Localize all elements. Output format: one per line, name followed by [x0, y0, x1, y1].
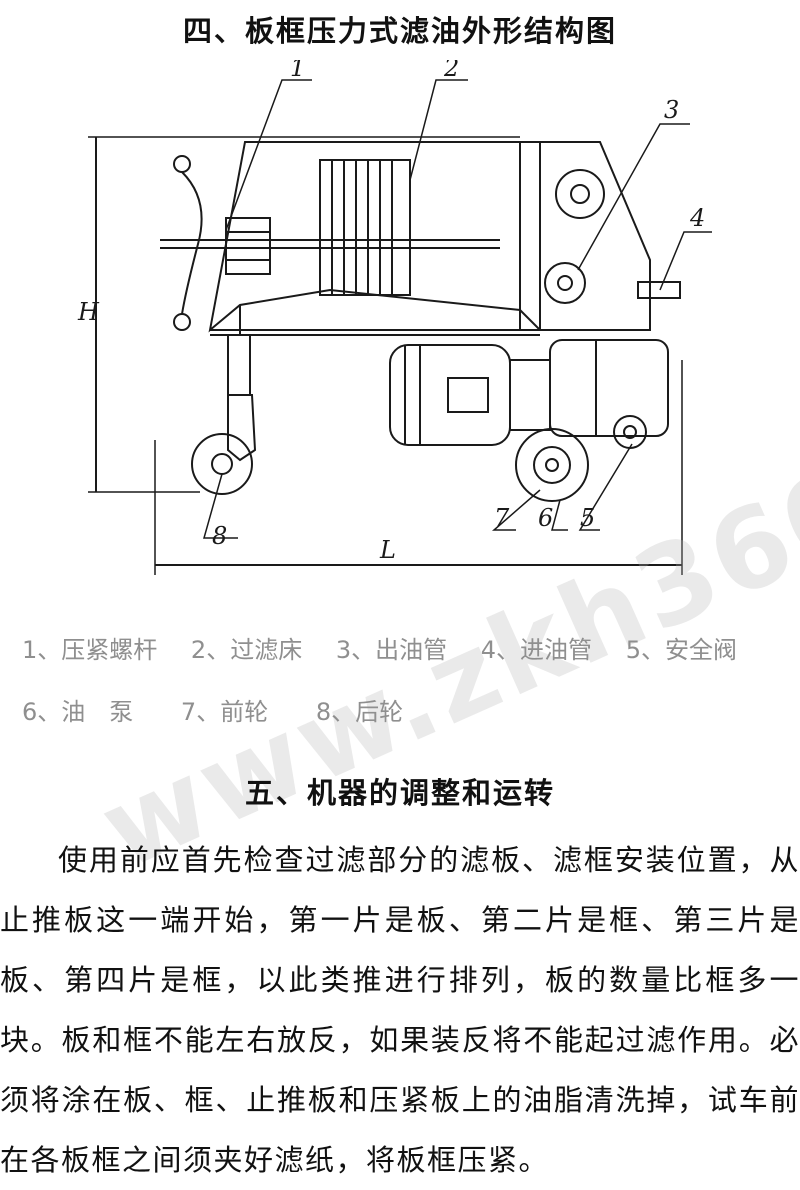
callout-label: 6 — [538, 504, 553, 532]
leader-3 — [577, 123, 690, 271]
callout-label: 5 — [580, 504, 595, 532]
filter-frame-body — [208, 141, 651, 333]
leader-4 — [659, 231, 712, 291]
dimension-h-label: H — [77, 298, 100, 326]
leader-2 — [409, 79, 468, 181]
caster-fork — [227, 394, 257, 462]
legend-item: 4、进油管 — [480, 636, 593, 664]
section-title: 五、机器的调整和运转 — [244, 776, 555, 810]
motor-terminal-box — [447, 377, 489, 413]
structure-drawing: 1 2 3 4 5 6 7 8 H L — [0, 60, 800, 600]
oil-pump-body — [549, 339, 669, 437]
callout-label: 3 — [664, 96, 679, 124]
leader-6 — [551, 499, 568, 531]
leader-8 — [203, 473, 238, 539]
dimension-l-label: L — [379, 536, 396, 564]
front-wheel-rim — [533, 446, 571, 484]
legend-item: 8、后轮 — [315, 698, 404, 726]
callout-label: 1 — [290, 60, 305, 82]
leader-7 — [491, 489, 541, 531]
inlet-pipe — [637, 281, 681, 299]
callout-label: 2 — [443, 60, 459, 82]
pipe-joint-hub — [557, 275, 573, 291]
front-wheel-hub — [545, 458, 559, 472]
pipe-joint — [544, 262, 586, 304]
page-title: 四、板框压力式滤油外形结构图 — [182, 14, 617, 48]
leader-5 — [578, 443, 633, 531]
leader-1 — [225, 79, 312, 231]
front-wheel — [515, 428, 589, 502]
rear-wheel — [191, 433, 253, 495]
rear-wheel-hub — [211, 453, 233, 475]
legend-row: 1、压紧螺杆 2、过滤床 3、出油管 4、进油管 5、安全阀 — [22, 630, 800, 665]
press-nut — [225, 217, 271, 275]
legend-item: 1、压紧螺杆 — [22, 636, 158, 664]
body-paragraph: 使用前应首先检查过滤部分的滤板、滤框安装位置，从止推板这一端开始，第一片是板、第… — [0, 843, 800, 1177]
legend-item: 3、出油管 — [335, 636, 448, 664]
structure-drawing-svg: 1 2 3 4 5 6 7 8 H L — [77, 60, 712, 575]
legend-item: 5、安全阀 — [625, 636, 737, 664]
callout-label: 4 — [689, 204, 705, 232]
rear-leg — [227, 334, 251, 396]
legend-item: 6、油 泵 — [22, 698, 134, 726]
motor-coupling — [509, 359, 551, 431]
callout-label: 7 — [494, 504, 510, 532]
callout-label: 8 — [212, 522, 227, 550]
legend-row: 6、油 泵 7、前轮 8、后轮 — [22, 692, 800, 727]
filter-plates — [319, 159, 411, 296]
hand-wheel-knob-bottom — [173, 313, 191, 331]
safety-valve — [613, 415, 647, 449]
hand-wheel-arm — [181, 171, 203, 315]
outlet-pipe-hub — [570, 184, 590, 204]
legend-item: 2、过滤床 — [190, 636, 303, 664]
motor-body — [389, 344, 511, 446]
legend-item: 7、前轮 — [180, 698, 269, 726]
hand-wheel-knob-top — [173, 155, 191, 173]
safety-valve-hub — [623, 425, 637, 439]
outlet-pipe-disc — [555, 169, 605, 219]
